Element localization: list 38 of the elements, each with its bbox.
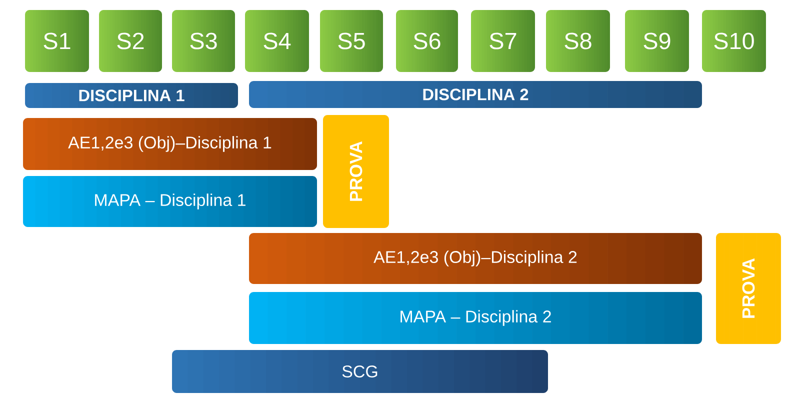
node-label: S10	[714, 32, 754, 50]
week-tile: S10	[702, 10, 766, 72]
week-tile: S9	[625, 10, 689, 72]
exam-bar: PROVA	[716, 233, 781, 344]
week-tile: S1	[25, 10, 90, 72]
activity-bar: SCG	[172, 350, 548, 393]
node-label: S7	[490, 32, 516, 50]
node-label: S8	[564, 32, 592, 50]
node-label: S1	[44, 32, 70, 50]
node-label: MAPA – Disciplina 1	[95, 194, 246, 210]
node-label: MAPA – Disciplina 2	[400, 310, 551, 326]
week-tile: S6	[396, 10, 458, 72]
activity-bar: AE1,2e3 (Obj)–Disciplina 2	[249, 233, 702, 284]
discipline-bar: DISCIPLINA 2	[249, 81, 702, 108]
activity-bar: MAPA – Disciplina 1	[23, 176, 317, 227]
node-label: S4	[264, 32, 291, 50]
exam-bar: PROVA	[323, 115, 389, 228]
node-label: DISCIPLINA 2	[423, 88, 528, 100]
node-label: AE1,2e3 (Obj)–Disciplina 2	[374, 250, 577, 266]
activity-bar: AE1,2e3 (Obj)–Disciplina 1	[23, 118, 317, 170]
node-label: AE1,2e3 (Obj)–Disciplina 1	[68, 136, 272, 152]
node-label: S3	[190, 32, 217, 50]
node-label: PROVA	[742, 258, 755, 318]
week-tile: S3	[172, 10, 235, 72]
node-label: DISCIPLINA 1	[79, 90, 184, 102]
week-tile: S7	[471, 10, 535, 72]
week-tile: S4	[245, 10, 309, 72]
node-label: S6	[414, 32, 440, 50]
week-tile: S2	[99, 10, 162, 72]
node-label: S5	[338, 32, 365, 50]
node-label: SCG	[342, 365, 378, 378]
node-label: S2	[117, 32, 144, 50]
week-tile: S5	[320, 10, 383, 72]
discipline-bar: DISCIPLINA 1	[25, 83, 238, 108]
activity-bar: MAPA – Disciplina 2	[249, 292, 702, 344]
node-label: S9	[644, 32, 670, 50]
node-label: PROVA	[350, 141, 362, 201]
week-tile: S8	[546, 10, 610, 72]
